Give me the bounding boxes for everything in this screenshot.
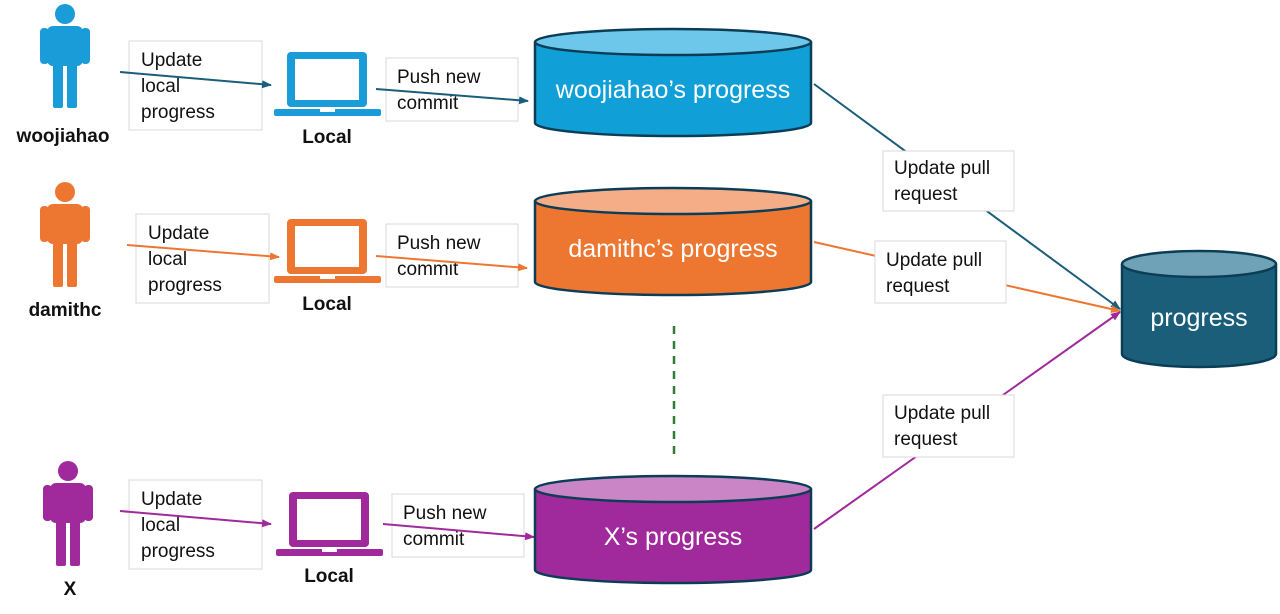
update-local-box	[128, 479, 263, 570]
person-icon	[40, 4, 90, 108]
local-label: Local	[302, 294, 352, 315]
push-commit-arrow	[375, 255, 528, 272]
pull-request-box	[874, 240, 1007, 304]
row-x: X Update local progress Local Push new c…	[43, 311, 1121, 600]
fork-repo-cylinder: damithc’s progress	[533, 186, 813, 297]
repo-label: woojiahao’s progress	[555, 76, 790, 104]
laptop-icon	[274, 219, 381, 283]
update-local-label: Update local progress	[141, 489, 215, 562]
person-name: woojiahao	[16, 126, 110, 147]
update-local-box	[135, 213, 270, 304]
pull-request-label: Update pull request	[894, 403, 995, 450]
person-icon	[43, 461, 93, 566]
upstream-repo-cylinder: progress	[1120, 249, 1278, 369]
laptop-icon	[276, 492, 383, 556]
update-local-label: Update local progress	[141, 50, 215, 123]
pull-request-box	[882, 150, 1015, 212]
push-commit-label: Push new commit	[397, 67, 486, 114]
person-name: X	[64, 579, 77, 600]
update-local-arrow	[126, 244, 280, 261]
person-icon	[40, 182, 90, 287]
fork-repo-cylinder: woojiahao’s progress	[533, 27, 813, 138]
push-commit-arrow	[375, 88, 529, 105]
push-commit-box	[391, 493, 525, 558]
laptop-icon	[274, 52, 381, 116]
push-commit-arrow	[382, 523, 535, 541]
row-damithc: damithc Update local progress Local Push…	[29, 182, 1121, 321]
local-label: Local	[302, 127, 352, 148]
repo-label: X’s progress	[604, 523, 743, 551]
row-woojiahao: woojiahao Update local progress Local Pu…	[16, 4, 1121, 310]
local-label: Local	[304, 566, 354, 587]
update-local-arrow	[119, 510, 272, 528]
pull-request-label: Update pull request	[894, 158, 995, 205]
update-local-box	[128, 40, 263, 131]
fork-repo-cylinder: X’s progress	[533, 474, 813, 585]
repo-label: damithc’s progress	[568, 235, 777, 263]
pull-request-box	[882, 394, 1015, 458]
person-name: damithc	[29, 300, 102, 321]
pull-request-label: Update pull request	[886, 250, 987, 297]
update-local-label: Update local progress	[148, 223, 222, 296]
push-commit-box	[385, 223, 519, 288]
push-commit-label: Push new commit	[403, 503, 492, 550]
upstream-label: progress	[1150, 304, 1247, 332]
push-commit-label: Push new commit	[397, 233, 486, 280]
update-local-arrow	[119, 71, 272, 89]
